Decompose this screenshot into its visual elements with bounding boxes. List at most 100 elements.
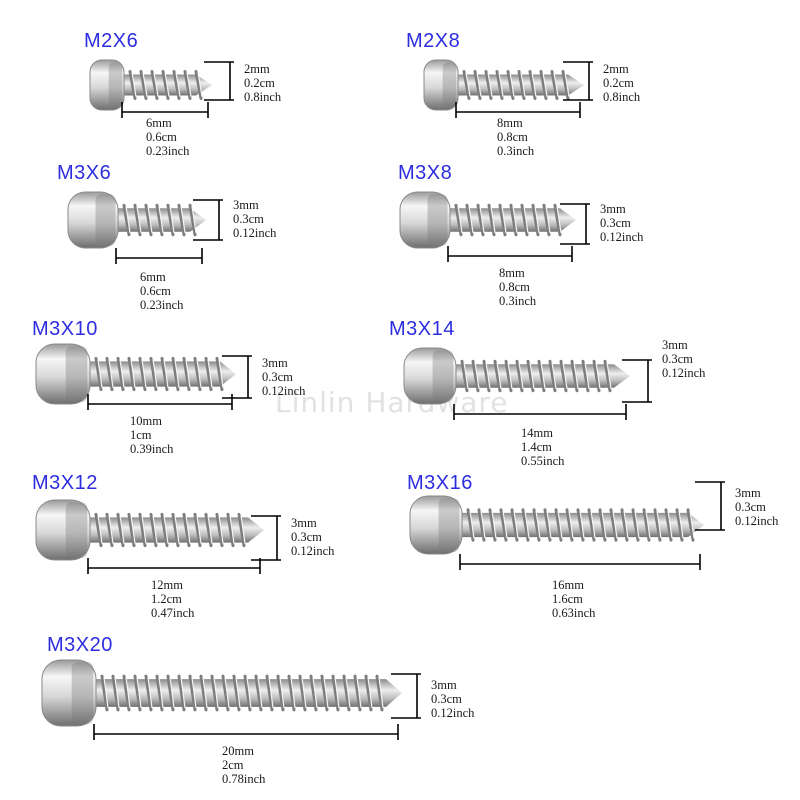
screw-thread-highlight (257, 677, 263, 708)
screw-thread-highlight (141, 359, 147, 388)
screw-thread-highlight (207, 515, 213, 544)
screw-thread (476, 203, 485, 237)
screw-thread (559, 359, 568, 393)
screw-thread (105, 356, 114, 392)
length-mm: 10mm (130, 414, 162, 428)
screw-thread-highlight (175, 72, 181, 97)
screw-thread (133, 674, 142, 712)
length-cm: 1cm (130, 428, 152, 442)
length-mm: 6mm (146, 116, 172, 130)
screw-thread-highlight (196, 359, 202, 388)
screw-size-label: M3X8 (398, 162, 453, 184)
screw-thread-highlight (224, 677, 230, 708)
screw-thread (561, 70, 570, 100)
screw-thread (161, 70, 170, 100)
screw-head (35, 343, 91, 405)
screw-thread (482, 359, 491, 393)
screw-thread-highlight (557, 510, 563, 539)
length-mm: 8mm (497, 116, 523, 130)
screw-thread (473, 70, 482, 100)
diameter-cm: 0.3cm (735, 500, 766, 514)
screw-thread-highlight (474, 362, 480, 389)
screw-size-label: M3X20 (47, 634, 113, 656)
screw-thread-highlight (501, 206, 507, 233)
screw-thread (127, 356, 136, 392)
diameter-mm: 3mm (233, 198, 259, 212)
screw-thread (487, 203, 496, 237)
screw-thread-highlight (334, 677, 340, 708)
length-cm: 0.8cm (499, 280, 530, 294)
diameter-inch: 0.12inch (735, 514, 779, 528)
screw-thread-highlight (180, 206, 186, 233)
screw-thread (94, 512, 103, 548)
screw-thread (177, 674, 186, 712)
screw-tip (614, 364, 630, 388)
screw-thread-highlight (153, 72, 159, 97)
screw-thread (182, 356, 191, 392)
screw-thread-highlight (568, 510, 574, 539)
diameter-cm: 0.3cm (600, 216, 631, 230)
screw-thread-highlight (584, 362, 590, 389)
screw-thread-highlight (174, 515, 180, 544)
screw-thread-highlight (108, 359, 114, 388)
screw-thread (155, 674, 164, 712)
screw-thread (466, 508, 475, 542)
screw-thread (150, 70, 159, 100)
screw-thread-highlight (556, 206, 562, 233)
screw-thread (454, 203, 463, 237)
screw-thread-highlight (196, 515, 202, 544)
screw-thread (609, 508, 618, 542)
screw-thread (127, 512, 136, 548)
screw-thread (122, 674, 131, 712)
length-inch: 0.78inch (222, 772, 266, 786)
screw-head-shade (95, 194, 116, 246)
screw-head-shade (438, 498, 460, 552)
screw-thread-highlight (645, 510, 651, 539)
screw-thread-highlight (130, 359, 136, 388)
screw-thread (506, 70, 515, 100)
screw-head (423, 59, 459, 111)
screw-thread (620, 508, 629, 542)
screw-thread-highlight (97, 515, 103, 544)
screw-head-shade (65, 502, 88, 558)
screw-thread (342, 674, 351, 712)
screw-head-shade (442, 62, 457, 108)
screw-thread-highlight (498, 72, 504, 97)
screw-thread-highlight (213, 677, 219, 708)
screw-thread (542, 203, 551, 237)
screw-thread-highlight (163, 515, 169, 544)
screw-thread (554, 508, 563, 542)
screw-thread-highlight (529, 362, 535, 389)
screw-thread (548, 359, 557, 393)
screw-thread (188, 674, 197, 712)
screw-thread-highlight (130, 515, 136, 544)
screw-thread-highlight (229, 515, 235, 544)
screw-thread (287, 674, 296, 712)
diameter-cm: 0.3cm (262, 370, 293, 384)
screw-thread-highlight (218, 359, 224, 388)
screw-thread (166, 203, 175, 237)
screw-thread-highlight (367, 677, 373, 708)
diameter-cm: 0.3cm (662, 352, 693, 366)
screw-thread-highlight (268, 677, 274, 708)
screw-head (89, 59, 125, 111)
screw-thread (531, 203, 540, 237)
screw-thread-highlight (463, 362, 469, 389)
screw-thread (488, 508, 497, 542)
screw-thread-highlight (147, 677, 153, 708)
screw-thread (598, 508, 607, 542)
screw-thread-highlight (152, 515, 158, 544)
screw-thread (116, 356, 125, 392)
screw-thread (138, 356, 147, 392)
